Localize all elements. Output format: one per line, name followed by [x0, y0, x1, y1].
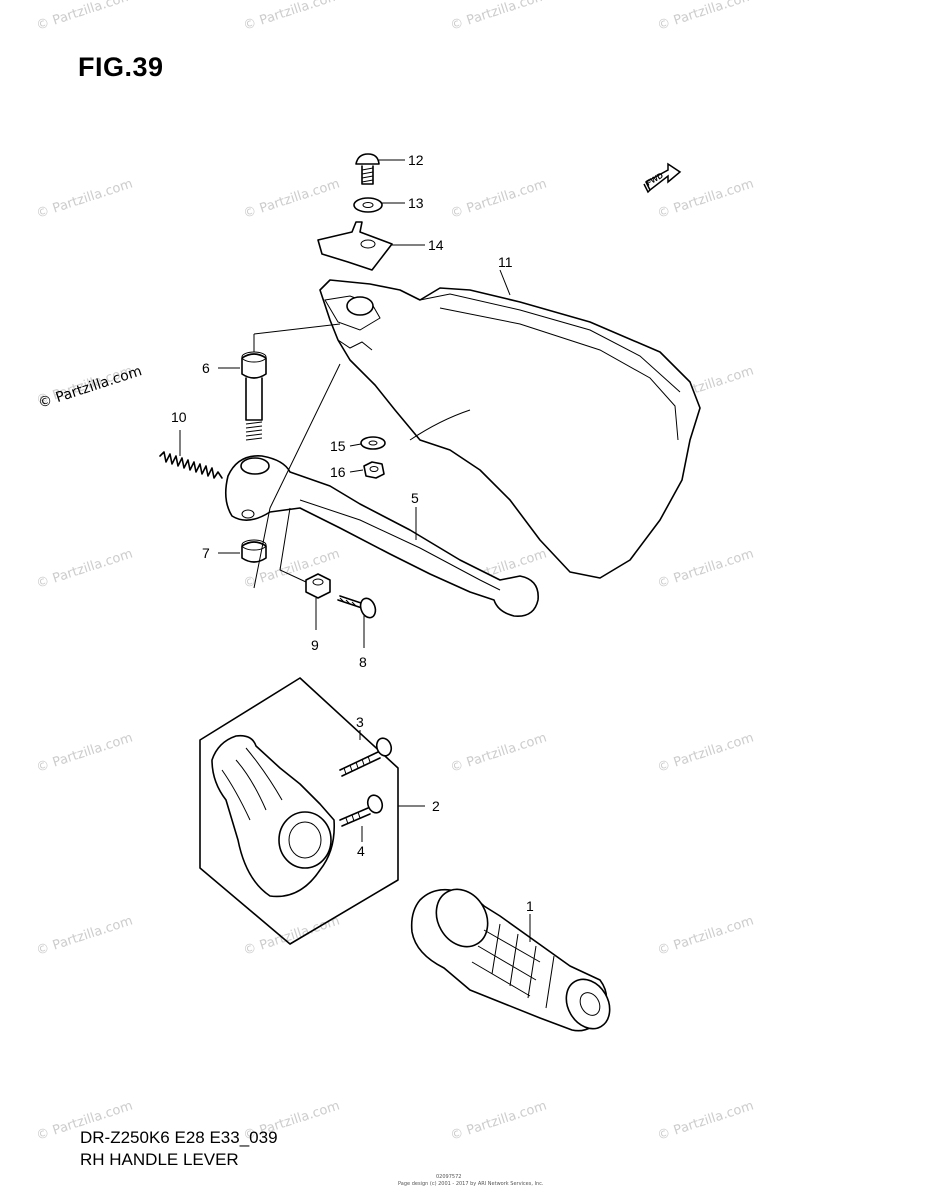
front-arrow-icon: FWD [643, 162, 682, 194]
part-spring-10 [159, 451, 223, 479]
watermark: © Partzilla.com [656, 731, 756, 776]
callout-4: 4 [357, 843, 365, 859]
watermark: © Partzilla.com [656, 914, 756, 959]
model-code: DR-Z250K6 E28 E33_039 [80, 1128, 278, 1147]
part-screw-12 [355, 153, 380, 185]
callout-8: 8 [359, 654, 367, 670]
watermark: © Partzilla.com [242, 0, 342, 34]
watermark: © Partzilla.com [35, 731, 135, 776]
part-screw-4 [339, 794, 384, 827]
part-nut-9 [305, 573, 331, 599]
part-grip-1 [410, 888, 611, 1032]
callout-6: 6 [202, 360, 210, 376]
watermark: © Partzilla.com [449, 177, 549, 222]
part-washer-13 [353, 197, 383, 213]
watermark: © Partzilla.com [449, 731, 549, 776]
callout-16: 16 [330, 464, 346, 480]
footer-id: 02097572 [436, 1174, 462, 1180]
callout-7: 7 [202, 545, 210, 561]
callout-9: 9 [311, 637, 319, 653]
callout-11: 11 [498, 254, 513, 270]
watermark-side: © Partzilla.com [36, 363, 144, 412]
watermark: © Partzilla.com [35, 177, 135, 222]
callout-10: 10 [171, 409, 187, 425]
callout-14: 14 [428, 237, 444, 253]
watermark: © Partzilla.com [35, 0, 135, 34]
watermark-layer: © Partzilla.com © Partzilla.com © Partzi… [35, 0, 756, 1144]
watermark: © Partzilla.com [449, 0, 549, 34]
watermark: © Partzilla.com [656, 177, 756, 222]
part-collar-7 [241, 539, 267, 563]
callout-3: 3 [356, 714, 364, 730]
callout-13: 13 [408, 195, 424, 211]
watermark: © Partzilla.com [656, 1099, 756, 1144]
part-bracket-14 [317, 221, 393, 271]
part-washer-15 [360, 436, 386, 450]
leader-lines [179, 159, 531, 942]
callout-15: 15 [330, 438, 346, 454]
watermark: © Partzilla.com [656, 0, 756, 34]
watermark: © Partzilla.com [449, 1099, 549, 1144]
watermark: © Partzilla.com [242, 914, 342, 959]
footer-copyright: Page design (c) 2001 - 2017 by ARI Netwo… [398, 1181, 544, 1187]
part-bolt-6 [241, 351, 267, 441]
part-handguard-11 [319, 279, 701, 579]
callout-2: 2 [432, 798, 440, 814]
callout-12: 12 [408, 152, 424, 168]
figure-name: RH HANDLE LEVER [80, 1150, 239, 1169]
part-throttle-housing-2 [199, 677, 399, 945]
part-bolt-8 [337, 595, 377, 619]
part-lever-5 [224, 455, 539, 617]
watermark: © Partzilla.com [35, 914, 135, 959]
callout-5: 5 [411, 490, 419, 506]
watermark: © Partzilla.com [35, 547, 135, 592]
part-screw-3 [339, 737, 393, 777]
watermark: © Partzilla.com [656, 547, 756, 592]
callout-1: 1 [526, 898, 534, 914]
callout-labels: 12 13 14 11 6 10 15 16 5 7 9 8 3 2 4 1 [171, 152, 534, 914]
figure-title: FIG.39 [78, 52, 164, 82]
watermark: © Partzilla.com [242, 177, 342, 222]
part-nut-16 [363, 461, 385, 479]
